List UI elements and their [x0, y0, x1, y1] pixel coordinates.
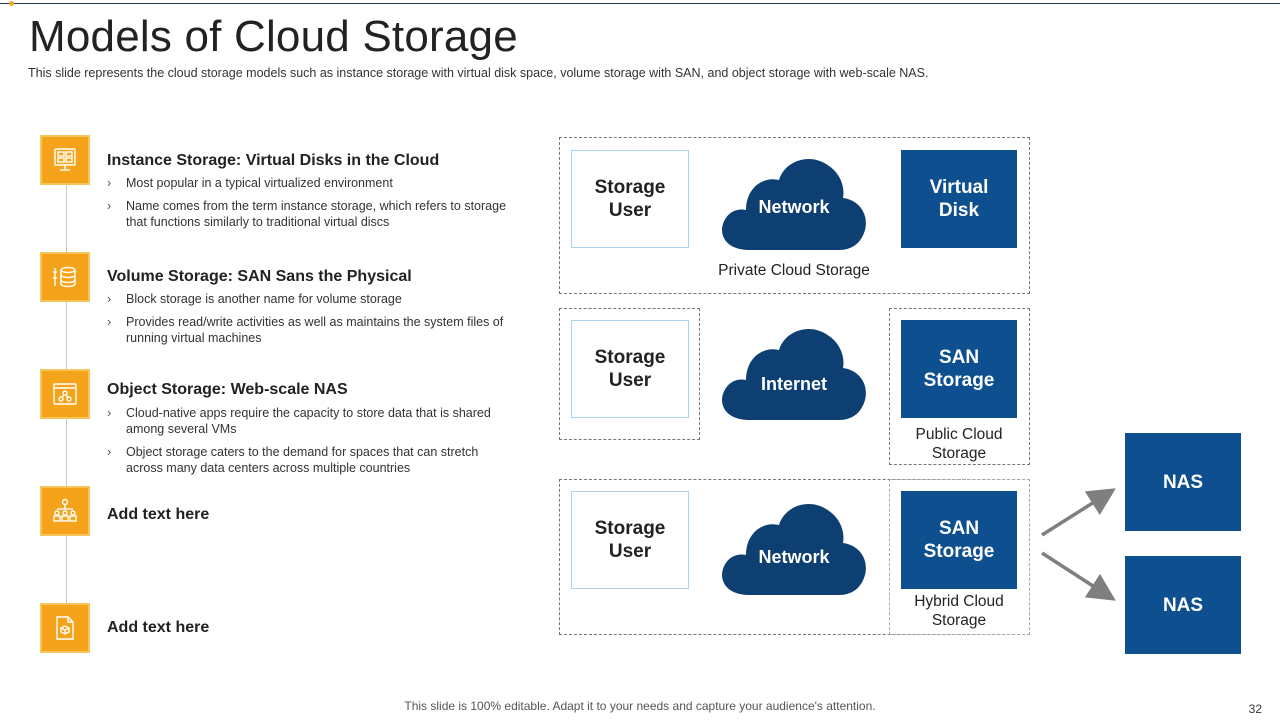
bullet-marker: › — [107, 176, 112, 190]
private-cloud-frame — [559, 137, 1030, 294]
bullet-text: Most popular in a typical virtualized en… — [126, 176, 393, 190]
split-arrows — [1041, 488, 1116, 601]
bullet-item: › Name comes from the term instance stor… — [107, 198, 507, 230]
bullet-marker: › — [107, 292, 112, 306]
bullet-item: › Block storage is another name for volu… — [107, 291, 507, 307]
bullet-marker: › — [107, 445, 112, 459]
bullet-marker: › — [107, 199, 112, 213]
section-title-placeholder: Add text here — [107, 619, 210, 636]
bullet-item: › Provides read/write activities as well… — [107, 314, 507, 346]
cloud-icon — [722, 328, 866, 420]
cloud-icon — [722, 158, 866, 250]
browser-window-icon — [40, 369, 90, 419]
arrow-up — [1041, 488, 1116, 537]
cloud-label: Internet — [760, 374, 827, 394]
page-number: 32 — [1248, 702, 1262, 716]
bullet-text: Object storage caters to the demand for … — [126, 445, 479, 475]
top-rule — [0, 3, 1280, 4]
internet-cloud: Internet — [719, 322, 869, 422]
arrow-down — [1041, 551, 1116, 601]
nas-box: NAS — [1125, 433, 1241, 531]
bullet-text: Name comes from the term instance storag… — [126, 199, 507, 229]
bullet-item: › Most popular in a typical virtualized … — [107, 175, 507, 191]
public-storage-frame — [889, 308, 1030, 465]
server-grid-icon — [40, 135, 90, 185]
public-user-frame — [559, 308, 700, 440]
bullet-item: › Object storage caters to the demand fo… — [107, 444, 507, 476]
section-title-volume: Volume Storage: SAN Sans the Physical — [107, 268, 412, 285]
cloud-icon — [722, 503, 866, 595]
bullet-marker: › — [107, 406, 112, 420]
nas-box: NAS — [1125, 556, 1241, 654]
page-title: Models of Cloud Storage — [29, 12, 518, 61]
database-stack-icon — [40, 252, 90, 302]
page-subtitle: This slide represents the cloud storage … — [28, 66, 929, 80]
network-people-icon — [40, 486, 90, 536]
network-cloud: Network — [719, 152, 869, 252]
section-title-object: Object Storage: Web-scale NAS — [107, 381, 348, 398]
section-title-instance: Instance Storage: Virtual Disks in the C… — [107, 152, 440, 169]
bullet-text: Cloud-native apps require the capacity t… — [126, 406, 491, 436]
top-accent-dot — [9, 1, 14, 6]
document-cube-icon — [40, 603, 90, 653]
bullet-marker: › — [107, 315, 112, 329]
cloud-label: Network — [758, 547, 830, 567]
bullet-item: › Cloud-native apps require the capacity… — [107, 405, 507, 437]
network-cloud: Network — [719, 497, 869, 597]
bullet-text: Provides read/write activities as well a… — [126, 315, 504, 345]
footer-note: This slide is 100% editable. Adapt it to… — [404, 699, 876, 713]
bullet-text: Block storage is another name for volume… — [126, 292, 402, 306]
section-title-placeholder: Add text here — [107, 506, 210, 523]
private-cloud-caption: Private Cloud Storage — [718, 262, 870, 279]
hybrid-storage-frame — [889, 479, 1030, 635]
cloud-label: Network — [758, 197, 830, 217]
